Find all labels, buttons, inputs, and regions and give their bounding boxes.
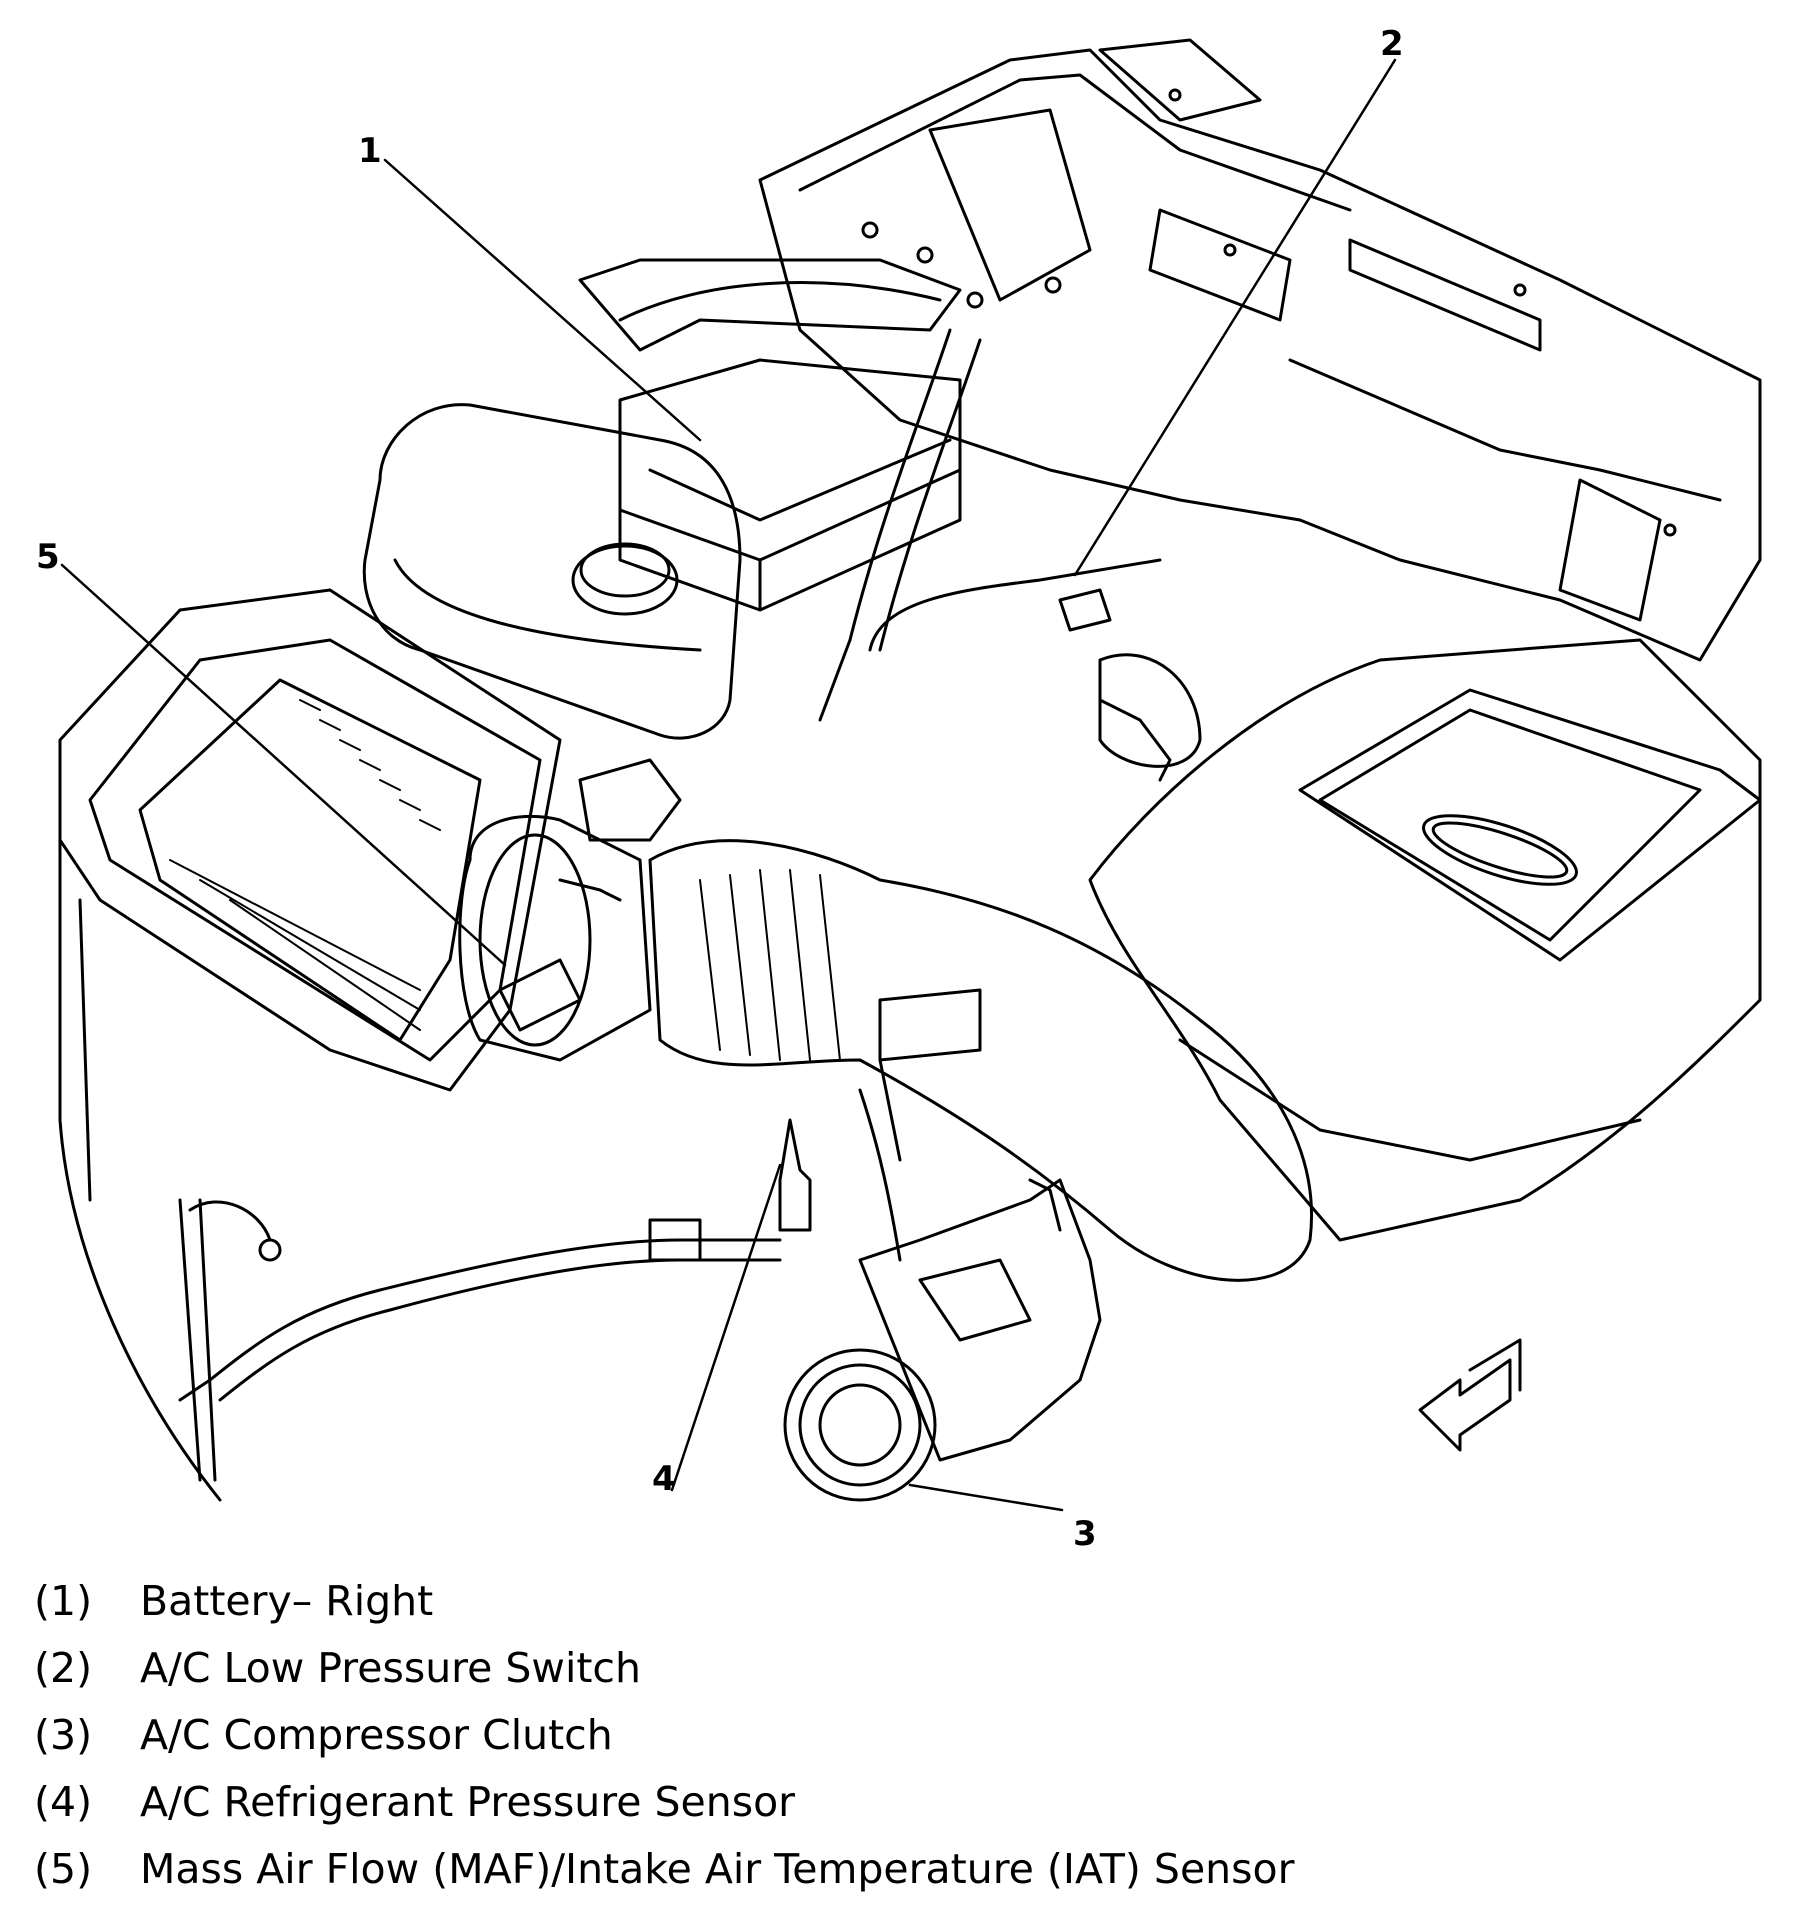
legend-number: (2)	[34, 1644, 93, 1692]
legend-text: A/C Refrigerant Pressure Sensor	[140, 1778, 796, 1826]
engine-compartment-diagram: 1 2 3 4 5	[36, 24, 1762, 1554]
callout-5: 5	[36, 537, 60, 577]
cowl-panel	[758, 38, 1762, 662]
engine-cover	[1088, 638, 1762, 1242]
legend-number: (1)	[34, 1577, 93, 1625]
air-cleaner-box	[58, 588, 562, 1502]
ac-lines	[178, 328, 1202, 1482]
ac-compressor	[783, 1178, 1102, 1502]
legend-text: A/C Low Pressure Switch	[140, 1644, 641, 1692]
coolant-reservoir	[362, 403, 742, 740]
maf-sensor-housing	[458, 758, 682, 1062]
legend-item: (2) A/C Low Pressure Switch	[34, 1635, 1774, 1702]
callout-4: 4	[652, 1459, 676, 1499]
legend-item: (5) Mass Air Flow (MAF)/Intake Air Tempe…	[34, 1836, 1774, 1903]
legend-number: (3)	[34, 1711, 93, 1759]
legend-text: Battery– Right	[140, 1577, 434, 1625]
legend-item: (4) A/C Refrigerant Pressure Sensor	[34, 1769, 1774, 1836]
callout-2: 2	[1380, 24, 1404, 64]
callout-3: 3	[1073, 1514, 1097, 1554]
front-arrow-icon	[1418, 1338, 1522, 1452]
callout-1: 1	[358, 131, 382, 171]
legend-item: (1) Battery– Right	[34, 1568, 1774, 1635]
legend-text: A/C Compressor Clutch	[140, 1711, 613, 1759]
legend-number: (4)	[34, 1778, 93, 1826]
legend-number: (5)	[34, 1845, 93, 1893]
legend-text: Mass Air Flow (MAF)/Intake Air Temperatu…	[140, 1845, 1295, 1893]
intake-duct	[648, 839, 1313, 1282]
legend-item: (3) A/C Compressor Clutch	[34, 1702, 1774, 1769]
legend: (1) Battery– Right (2) A/C Low Pressure …	[34, 1568, 1774, 1903]
leader-lines	[60, 58, 1397, 1512]
battery	[578, 258, 962, 612]
